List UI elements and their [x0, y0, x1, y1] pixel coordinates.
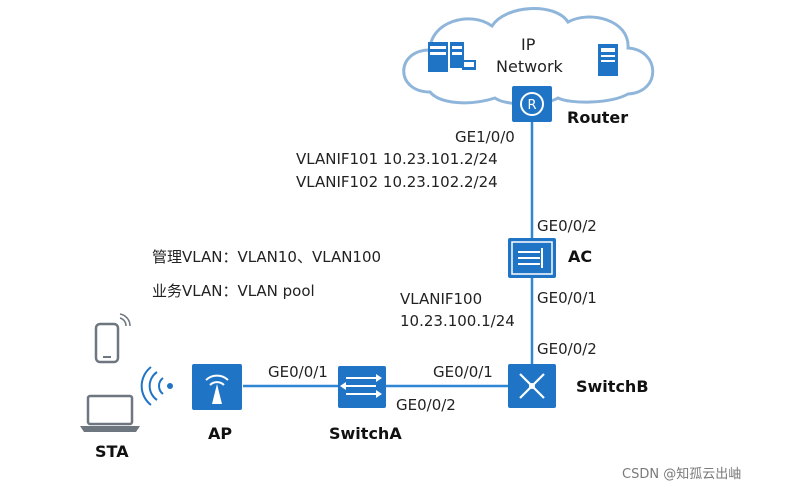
- wireless-signal-icon: [140, 366, 173, 406]
- vlanif100-ip-label: 10.23.100.1/24: [400, 312, 515, 330]
- router-icon: R: [512, 86, 552, 122]
- switchb-top-port-label: GE0/0/2: [537, 340, 597, 358]
- ap-label: AP: [208, 424, 233, 443]
- vlanif102-label: VLANIF102 10.23.102.2/24: [296, 173, 498, 191]
- management-vlan-note: 管理VLAN：VLAN10、VLAN100: [152, 248, 382, 266]
- ac-label: AC: [568, 247, 593, 266]
- ac-bottom-port-label: GE0/0/1: [537, 289, 597, 307]
- server-rack-icon: [428, 42, 476, 72]
- switchb-left-port-label: GE0/0/1: [433, 363, 493, 381]
- ac-controller-icon: [508, 238, 556, 278]
- router-port-label: GE1/0/0: [455, 128, 515, 146]
- watermark: CSDN @知孤云出岫: [622, 467, 742, 482]
- service-vlan-note: 业务VLAN：VLAN pool: [152, 282, 315, 300]
- ac-top-port-label: GE0/0/2: [537, 217, 597, 235]
- access-switch-icon: [338, 366, 386, 408]
- router-label: Router: [567, 108, 629, 127]
- svg-text:R: R: [527, 98, 536, 113]
- switcha-right-port-label: GE0/0/2: [396, 396, 456, 414]
- sta-label: STA: [95, 442, 129, 461]
- links: [243, 120, 534, 388]
- switcha-left-port-label: GE0/0/1: [268, 363, 328, 381]
- access-point-icon: [192, 364, 242, 410]
- laptop-icon: [80, 394, 140, 432]
- cloud-label-line1: IP: [521, 35, 536, 54]
- server-tower-icon: [598, 44, 618, 76]
- vlanif100-name-label: VLANIF100: [400, 290, 483, 308]
- switchb-label: SwitchB: [576, 377, 649, 396]
- core-switch-icon: [508, 364, 556, 408]
- smartphone-icon: [94, 313, 131, 364]
- vlanif101-label: VLANIF101 10.23.101.2/24: [296, 150, 498, 168]
- switcha-label: SwitchA: [329, 424, 402, 443]
- cloud-label-line2: Network: [496, 57, 563, 76]
